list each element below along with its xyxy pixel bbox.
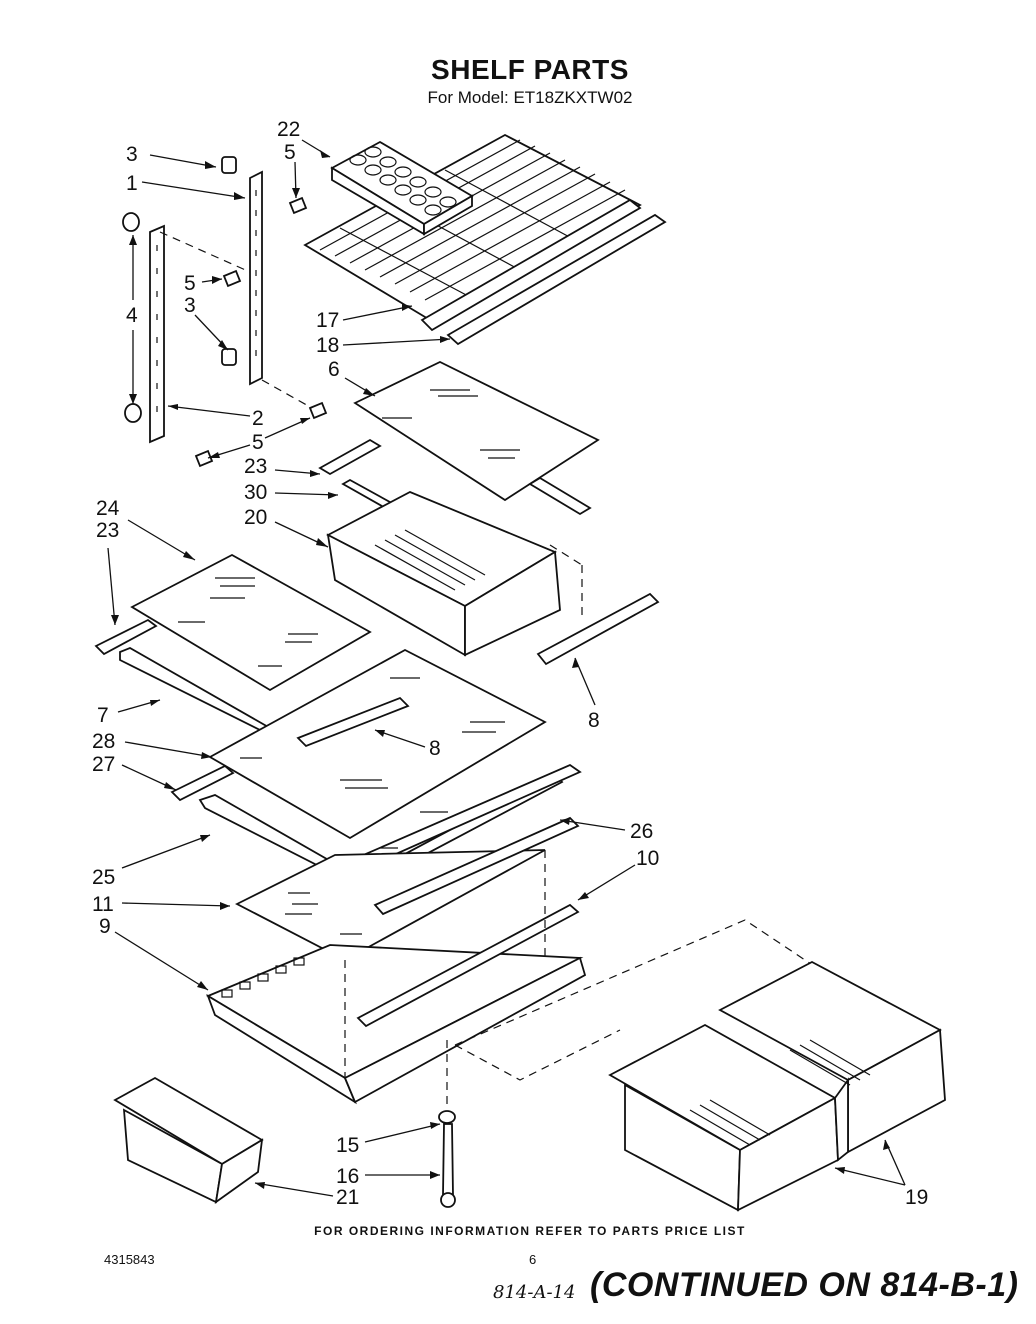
crisper-drawer-19-left: [608, 1023, 839, 1212]
part-label-1: 1: [126, 172, 138, 195]
shelf-rail-8-center: [296, 696, 410, 748]
part-label-25: 25: [92, 866, 115, 889]
shelf-ladder-1: [249, 170, 263, 386]
meat-pan-frame-9: [206, 850, 587, 1105]
part-label-8: 8: [429, 737, 441, 760]
part-label-17: 17: [316, 309, 339, 332]
part-label-3: 3: [184, 294, 196, 317]
shelf-rail-27: [170, 764, 235, 802]
control-knob-15: [438, 1040, 456, 1124]
crisper-drawer-19-right: [718, 960, 946, 1162]
page-number: 6: [529, 1252, 537, 1267]
shelf-ladder-2: [149, 224, 165, 444]
part-label-23: 23: [244, 455, 267, 478]
part-label-8: 8: [588, 709, 600, 732]
part-label-5: 5: [184, 272, 196, 295]
part-label-28: 28: [92, 730, 115, 753]
shelf-rail-8-right: [536, 592, 660, 666]
ladder-caps-3-4: [122, 156, 237, 423]
part-label-10: 10: [636, 847, 659, 870]
document-number: 4315843: [104, 1252, 155, 1267]
ordering-note: FOR ORDERING INFORMATION REFER TO PARTS …: [314, 1224, 746, 1238]
crisper-drawer-20: [326, 491, 583, 657]
control-rod-16: [440, 1123, 456, 1208]
part-label-20: 20: [244, 506, 267, 529]
part-label-6: 6: [328, 358, 340, 381]
shelf-frame-6: [318, 438, 592, 516]
part-label-16: 16: [336, 1165, 359, 1188]
part-labels: 22 3 5 1 5 3 4 2 5 17 18 6 23 30 20 24 2…: [92, 118, 928, 1209]
wire-shelf-17: [303, 133, 642, 322]
part-label-19: 19: [905, 1186, 928, 1209]
model-subtitle: For Model: ET18ZKXTW02: [427, 88, 633, 107]
shelf-rail-23-left: [94, 618, 158, 656]
leader-arrowheads: [111, 150, 890, 1189]
part-label-30: 30: [244, 481, 267, 504]
glass-shelf-28: [208, 648, 547, 840]
part-label-24: 24: [96, 497, 120, 520]
part-label-11: 11: [92, 893, 114, 916]
part-label-27: 27: [92, 753, 115, 776]
egg-tray-22: [330, 140, 474, 236]
part-label-2: 2: [252, 407, 264, 430]
door-bin-21: [113, 1076, 264, 1204]
glass-shelf-24: [130, 553, 372, 692]
part-label-9: 9: [99, 915, 111, 938]
handwritten-reference: 814-A-14: [493, 1282, 576, 1303]
part-label-23: 23: [96, 519, 119, 542]
glass-shelf-6: [353, 360, 600, 502]
part-label-22: 22: [277, 118, 300, 141]
screws-5: [159, 196, 328, 468]
part-label-3: 3: [126, 143, 138, 166]
part-label-5: 5: [252, 431, 264, 454]
continued-note: (CONTINUED ON 814-B-1): [590, 1266, 1019, 1304]
part-label-18: 18: [316, 334, 339, 357]
shelf-rail-18: [420, 198, 667, 346]
shelf-rail-10: [373, 816, 580, 916]
part-label-21: 21: [336, 1186, 359, 1209]
part-label-26: 26: [630, 820, 653, 843]
part-label-15: 15: [336, 1134, 359, 1157]
part-label-5: 5: [284, 141, 296, 164]
page-title: SHELF PARTS: [431, 54, 629, 85]
part-label-7: 7: [97, 704, 109, 727]
part-label-4: 4: [126, 304, 138, 327]
